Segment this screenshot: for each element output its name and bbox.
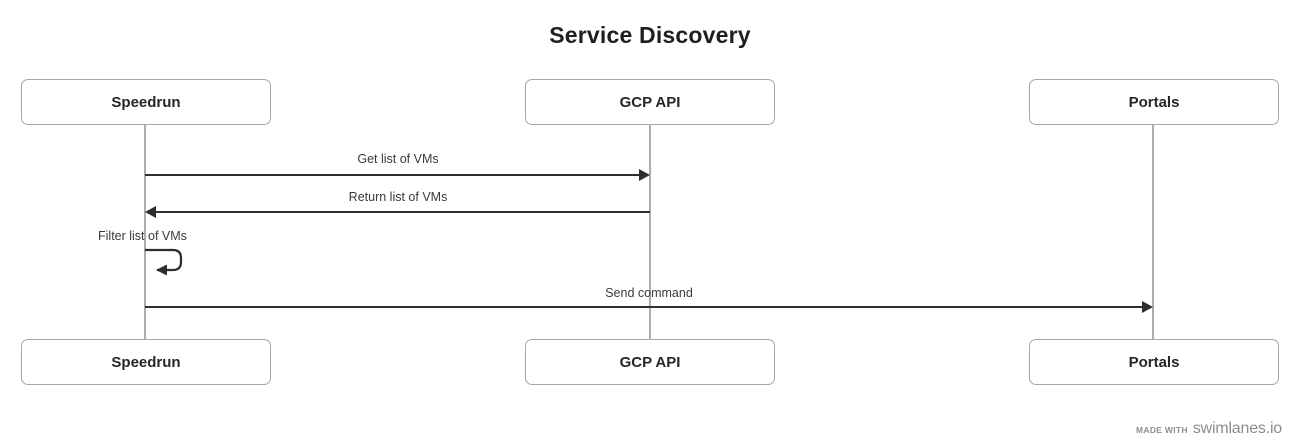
- self-message-loop-filter-list-of-vms: [145, 248, 183, 276]
- participant-speedrun-top[interactable]: Speedrun: [21, 79, 271, 125]
- arrowhead-right-send-command: [1142, 301, 1153, 313]
- message-line-get-list-of-vms: [145, 174, 639, 177]
- participant-portals-top[interactable]: Portals: [1029, 79, 1279, 125]
- page-title: Service Discovery: [549, 22, 751, 48]
- message-label-send-command: Send command: [605, 286, 693, 300]
- message-label-get-list-of-vms: Get list of VMs: [357, 152, 439, 166]
- watermark-made-with-label: MADE WITH: [1136, 425, 1188, 435]
- participant-label: GCP API: [619, 353, 681, 371]
- arrowhead-right-get-list-of-vms: [639, 169, 650, 181]
- participant-label: Speedrun: [111, 93, 181, 111]
- participant-gcp-api-bottom[interactable]: GCP API: [525, 339, 775, 385]
- message-line-return-list-of-vms: [156, 211, 650, 214]
- participant-label: Portals: [1128, 353, 1180, 371]
- participant-speedrun-bottom[interactable]: Speedrun: [21, 339, 271, 385]
- message-label-return-list-of-vms: Return list of VMs: [348, 190, 448, 204]
- participant-portals-bottom[interactable]: Portals: [1029, 339, 1279, 385]
- lifeline-speedrun: [144, 125, 146, 343]
- lifeline-gcp-api: [649, 125, 651, 343]
- arrowhead-left-return-list-of-vms: [145, 206, 156, 218]
- watermark[interactable]: MADE WITH swimlanes.io: [1136, 420, 1282, 438]
- participant-label: Portals: [1128, 93, 1180, 111]
- message-line-send-command: [145, 306, 1142, 309]
- participant-label: GCP API: [619, 93, 681, 111]
- lifeline-portals: [1152, 125, 1154, 343]
- participant-label: Speedrun: [111, 353, 181, 371]
- message-label-filter-list-of-vms: Filter list of VMs: [98, 229, 187, 243]
- participant-gcp-api-top[interactable]: GCP API: [525, 79, 775, 125]
- watermark-brand-label: swimlanes.io: [1192, 420, 1282, 437]
